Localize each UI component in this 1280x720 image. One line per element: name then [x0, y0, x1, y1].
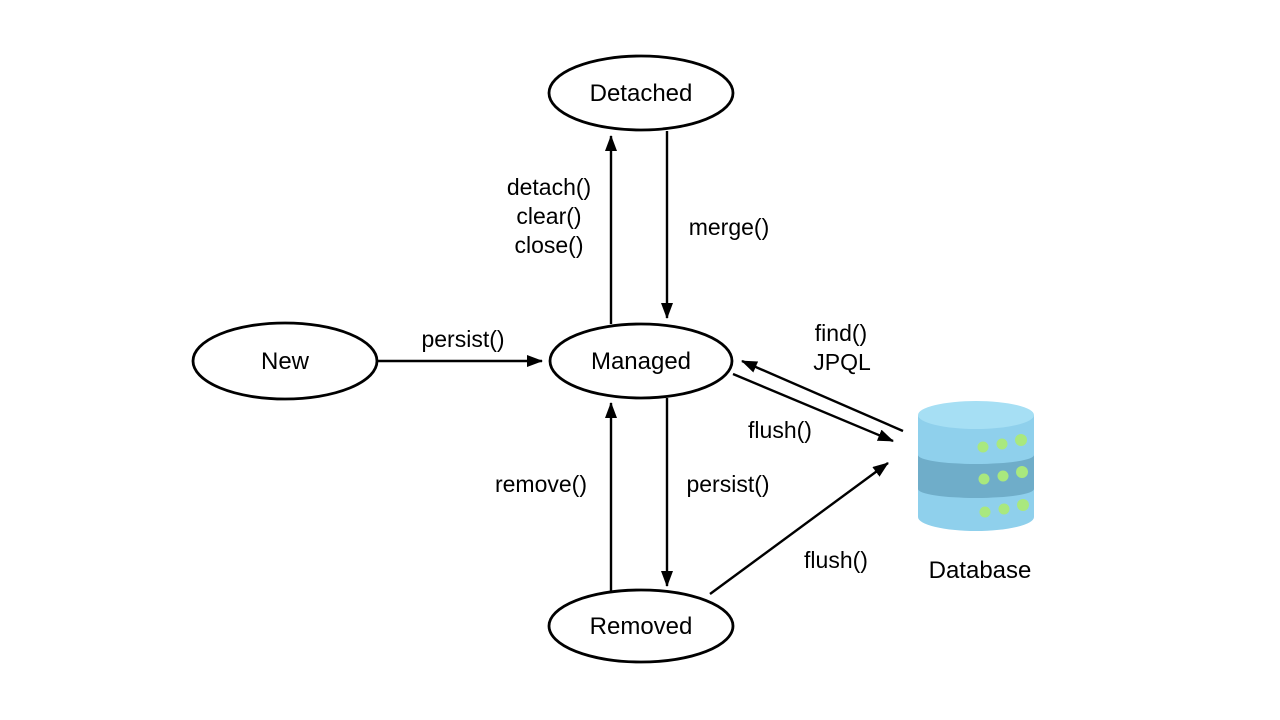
edge-label-jpql: JPQL [813, 349, 871, 375]
node-new [191, 321, 379, 401]
database-icon [918, 401, 1034, 531]
database-icon-top [918, 401, 1034, 429]
edge-label-persist-new: persist() [421, 326, 504, 352]
node-managed [548, 322, 734, 400]
database-icon-band [918, 455, 1034, 498]
edge-label-close: close() [514, 232, 583, 258]
edge-label-flush-removed: flush() [804, 547, 868, 573]
edge-label-find: find() [815, 320, 867, 346]
edge-group [378, 131, 904, 595]
edge-label-persist-removed: persist() [686, 471, 769, 497]
node-managed-label: Managed [591, 348, 691, 375]
edge-label-flush-managed: flush() [748, 417, 812, 443]
edge-label-clear: clear() [516, 203, 581, 229]
database-icon-dots [977, 434, 1029, 518]
node-removed-label: Removed [590, 613, 693, 640]
database-label: Database [929, 557, 1032, 584]
arrow-removed-to-database [709, 462, 889, 595]
node-new-label: New [261, 348, 310, 375]
edge-label-remove: remove() [495, 471, 587, 497]
edge-label-merge: merge() [689, 214, 770, 240]
edge-label-detach: detach() [507, 174, 591, 200]
arrow-database-to-managed [741, 359, 904, 433]
node-removed [547, 588, 735, 664]
node-group [191, 54, 735, 664]
node-detached [547, 54, 735, 132]
node-detached-label: Detached [590, 80, 693, 107]
arrow-managed-to-database [732, 372, 894, 443]
